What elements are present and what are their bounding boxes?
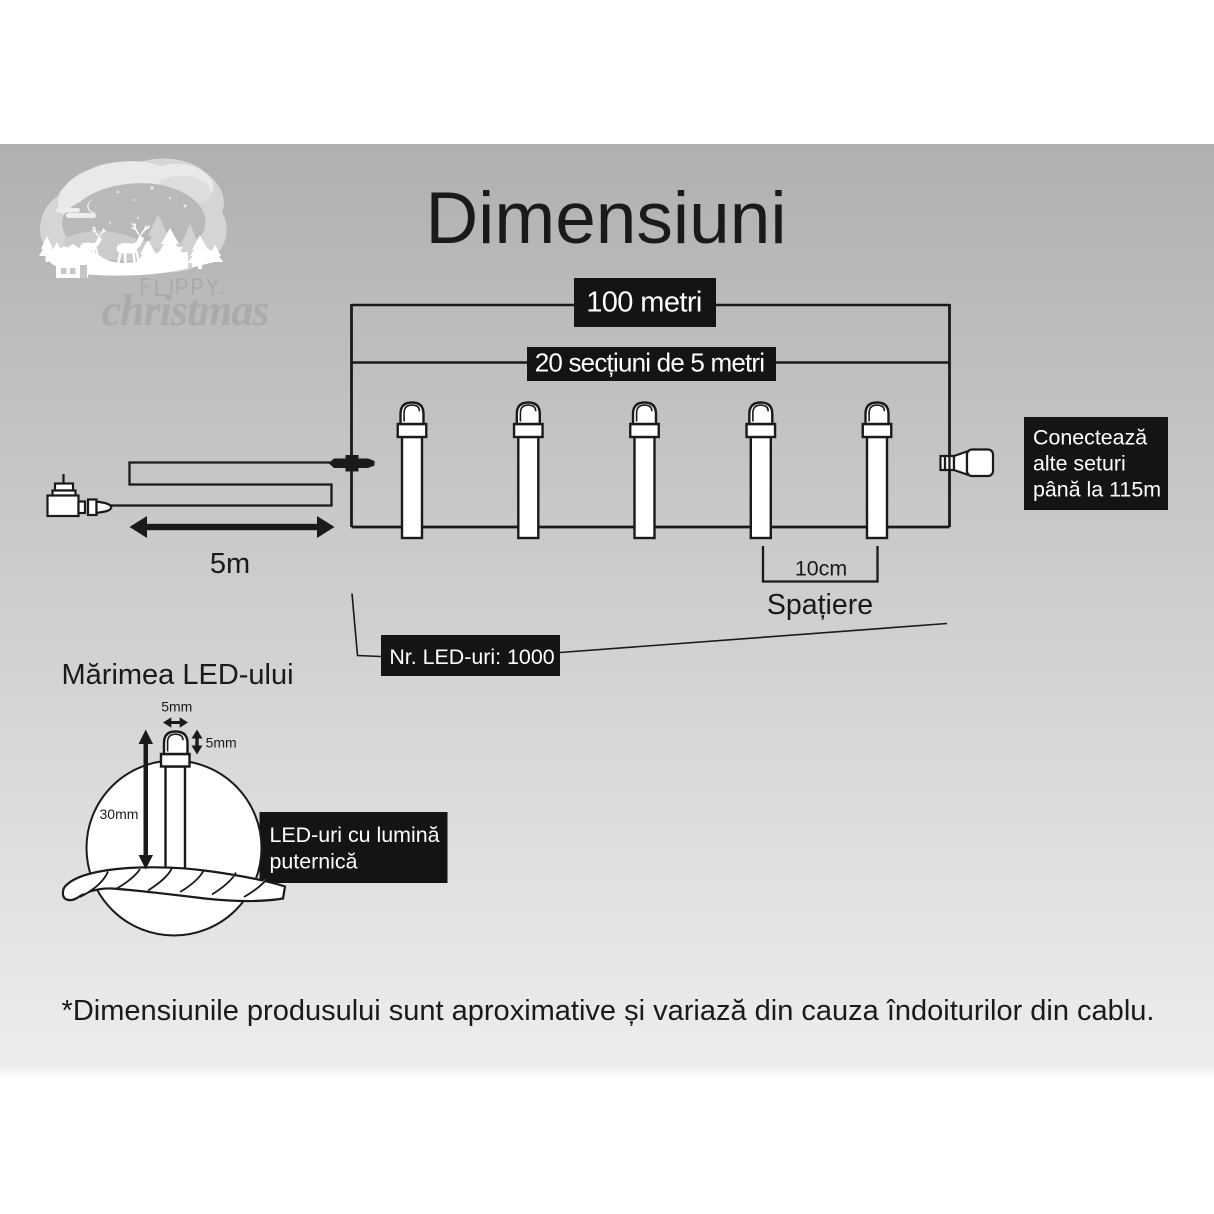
svg-text:Nr. LED-uri: 1000: Nr. LED-uri: 1000: [389, 645, 554, 669]
svg-text:Dimensiuni: Dimensiuni: [425, 178, 786, 259]
svg-text:5mm: 5mm: [206, 735, 237, 751]
svg-text:Spațiere: Spațiere: [767, 589, 873, 621]
svg-text:5m: 5m: [210, 548, 250, 580]
svg-text:Conectează: Conectează: [1033, 426, 1147, 450]
svg-text:20 secțiuni de 5 metri: 20 secțiuni de 5 metri: [535, 348, 765, 378]
svg-text:christmas: christmas: [101, 286, 268, 335]
svg-text:30mm: 30mm: [100, 806, 139, 822]
svg-text:până la 115m: până la 115m: [1033, 478, 1161, 502]
svg-text:puternică: puternică: [270, 850, 358, 874]
svg-text:alte seturi: alte seturi: [1033, 452, 1126, 476]
svg-text:100 metri: 100 metri: [586, 287, 702, 319]
svg-text:*Dimensiunile produsului sunt: *Dimensiunile produsului sunt aproximati…: [62, 995, 1155, 1027]
svg-text:10cm: 10cm: [795, 557, 847, 581]
svg-text:5mm: 5mm: [161, 698, 192, 714]
svg-text:LED-uri cu lumină: LED-uri cu lumină: [270, 823, 440, 847]
svg-text:Mărimea LED-ului: Mărimea LED-ului: [62, 659, 294, 691]
